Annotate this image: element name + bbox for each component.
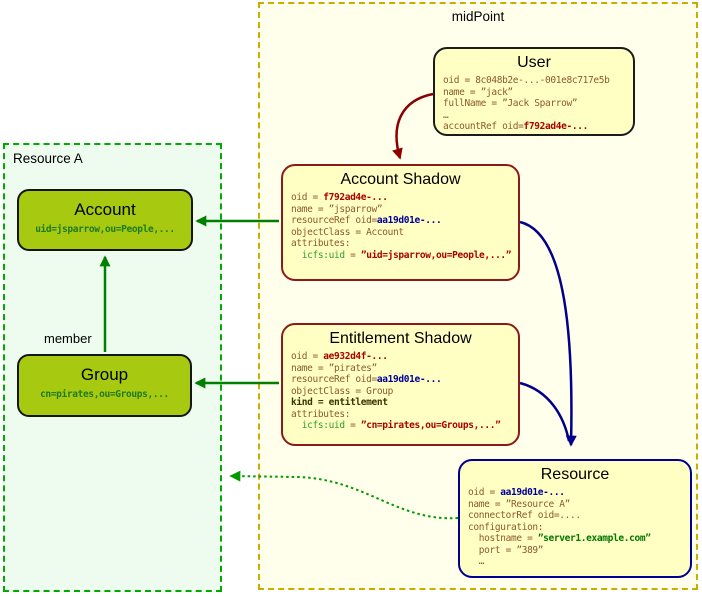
account-shadow-box: Account Shadow oid = f792ad4e-...name = … (281, 164, 520, 281)
code-line: resourceRef oid=aa19d01e-... (291, 215, 442, 226)
entitlement-shadow-box: Entitlement Shadow oid = ae932d4f-...nam… (281, 323, 520, 446)
code-line: name = ”pirates” (291, 362, 377, 374)
code-line: … (468, 556, 485, 567)
code-line: name = ”jsparrow” (291, 203, 383, 215)
midpoint-container-title: midPoint (451, 9, 505, 24)
resource-box-properties: oid = aa19d01e-...name = ”Resource A”con… (460, 484, 690, 568)
user-box-title: User (517, 54, 551, 71)
code-line: port = ”389” (468, 544, 544, 556)
code-line: attributes: (291, 238, 351, 249)
code-line: oid = ae932d4f-... (291, 351, 388, 362)
resource-box-title: Resource (540, 466, 610, 483)
code-line: objectClass = Group (291, 385, 394, 397)
code-line: oid = aa19d01e-... (468, 487, 565, 498)
group-entity-box: Group cn=pirates,ou=Groups,... (17, 354, 192, 417)
code-line: oid = f792ad4e-... (291, 192, 388, 203)
account-shadow-box-title: Account Shadow (340, 171, 461, 188)
account-entity-dn: uid=jsparrow,ou=People,... (35, 224, 175, 235)
code-line: name = ”jack” (443, 86, 513, 98)
code-line: fullName = ”Jack Sparrow” (443, 98, 578, 109)
code-line: connectorRef oid=.... (468, 510, 581, 521)
code-line: oid = 8c048b2e-...-001e8c717e5b (443, 75, 610, 86)
code-line: name = ”Resource A” (468, 498, 571, 510)
code-line: icfs:uid = ”cn=pirates,ou=Groups,...” (301, 420, 501, 431)
code-line: configuration: (468, 521, 544, 533)
code-line: kind = entitlement (291, 397, 388, 408)
code-line: accountRef oid=f792ad4e-... (443, 121, 588, 132)
resource-a-container-title: Resource A (13, 151, 83, 166)
resource-box: Resource oid = aa19d01e-...name = ”Resou… (458, 459, 692, 578)
group-entity-dn: cn=pirates,ou=Groups,... (40, 389, 169, 400)
code-line: icfs:uid = ”uid=jsparrow,ou=People,...” (301, 249, 512, 261)
code-line: attributes: (291, 408, 351, 420)
account-entity-title: Account (74, 200, 136, 219)
entitlement-shadow-box-title: Entitlement Shadow (329, 330, 472, 347)
member-association-label: member (44, 331, 92, 346)
code-line: … (443, 109, 449, 121)
account-entity-box: Account uid=jsparrow,ou=People,... (17, 189, 193, 251)
code-line: objectClass = Account (291, 226, 404, 238)
account-shadow-box-properties: oid = f792ad4e-...name = ”jsparrow”resou… (283, 189, 518, 261)
entitlement-shadow-box-properties: oid = ae932d4f-...name = ”pirates”resour… (283, 348, 518, 432)
code-line: resourceRef oid=aa19d01e-... (291, 374, 442, 385)
code-line: hostname = ”server1.example.com” (468, 533, 651, 544)
group-entity-title: Group (80, 365, 129, 384)
